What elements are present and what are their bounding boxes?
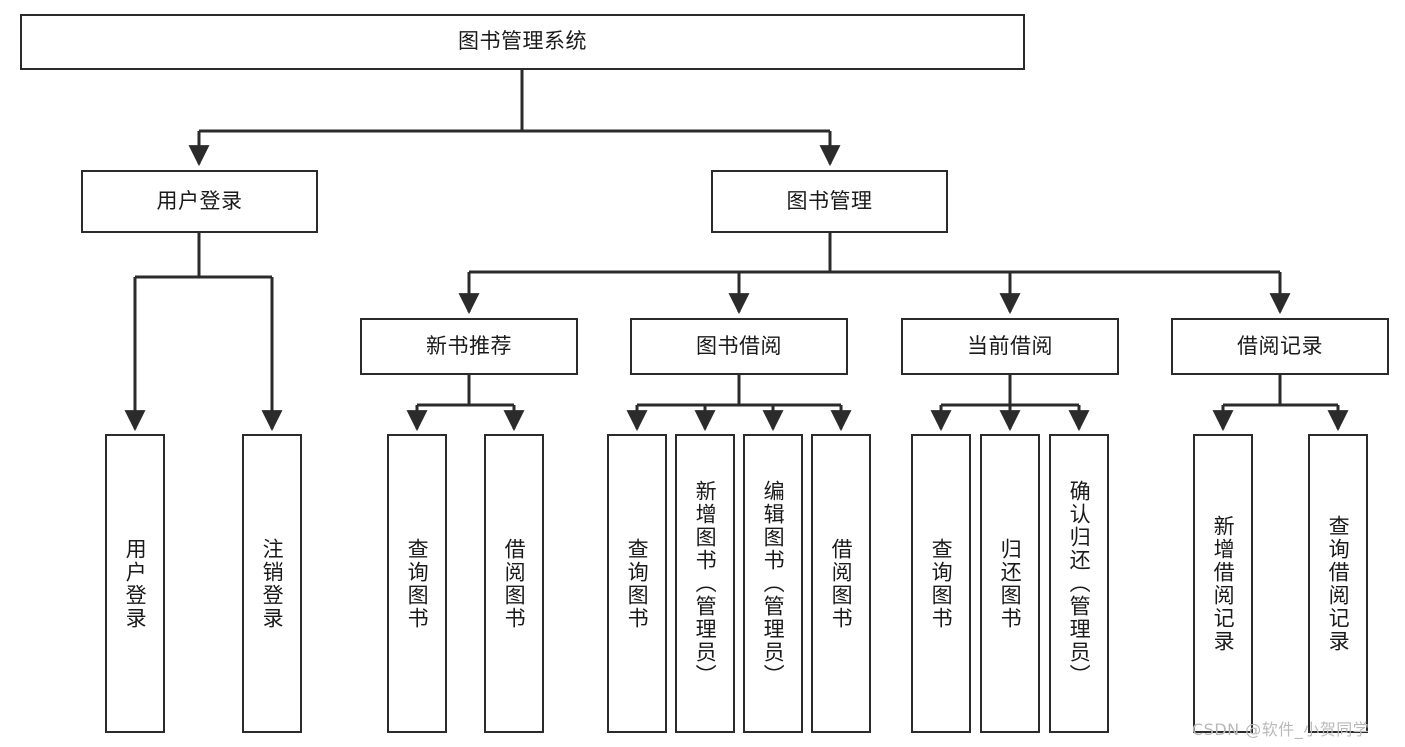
- leaf-user-login-signin[interactable]: 用户登录: [105, 434, 165, 733]
- leaf-new-book-query-book[interactable]: 查询图书: [387, 434, 447, 733]
- node-label: 新增图书（管理员）: [693, 480, 718, 687]
- node-new-book-recommend[interactable]: 新书推荐: [360, 318, 578, 375]
- leaf-book-borrow-query-book[interactable]: 查询图书: [607, 434, 667, 733]
- csdn-watermark: CSDN @软件_小贺同学: [1192, 720, 1370, 739]
- node-label: 查询图书: [929, 537, 954, 630]
- leaf-current-borrow-confirm-return-admin[interactable]: 确认归还（管理员）: [1049, 434, 1109, 733]
- node-label: 编辑图书（管理员）: [761, 480, 786, 687]
- leaf-new-book-borrow-book[interactable]: 借阅图书: [484, 434, 544, 733]
- node-label: 新增借阅记录: [1211, 514, 1236, 653]
- leaf-borrow-record-query-record[interactable]: 查询借阅记录: [1308, 434, 1368, 733]
- node-label: 借阅图书: [829, 537, 854, 630]
- node-label: 图书管理系统: [458, 29, 587, 54]
- node-label: 借阅图书: [502, 537, 527, 630]
- leaf-book-borrow-add-book-admin[interactable]: 新增图书（管理员）: [675, 434, 735, 733]
- leaf-borrow-record-add-record[interactable]: 新增借阅记录: [1193, 434, 1253, 733]
- node-label: 新书推荐: [426, 333, 512, 358]
- leaf-current-borrow-query-book[interactable]: 查询图书: [911, 434, 971, 733]
- node-book-management[interactable]: 图书管理: [711, 170, 948, 233]
- leaf-user-login-signout[interactable]: 注销登录: [242, 434, 302, 733]
- node-label: 借阅记录: [1237, 333, 1323, 358]
- node-label: 用户登录: [123, 537, 148, 630]
- node-label: 查询图书: [625, 537, 650, 630]
- node-label: 图书借阅: [696, 333, 782, 358]
- node-current-borrow[interactable]: 当前借阅: [901, 318, 1119, 375]
- node-label: 注销登录: [260, 537, 285, 630]
- node-root-book-management-system[interactable]: 图书管理系统: [20, 14, 1025, 70]
- node-label: 图书管理: [786, 188, 873, 213]
- node-user-login[interactable]: 用户登录: [81, 170, 318, 233]
- node-label: 当前借阅: [967, 333, 1053, 358]
- leaf-book-borrow-borrow-book[interactable]: 借阅图书: [811, 434, 871, 733]
- node-borrow-record[interactable]: 借阅记录: [1171, 318, 1389, 375]
- node-label: 归还图书: [998, 537, 1023, 630]
- node-label: 查询图书: [405, 537, 430, 630]
- node-label: 用户登录: [156, 188, 243, 213]
- node-label: 确认归还（管理员）: [1067, 480, 1092, 687]
- node-book-borrow[interactable]: 图书借阅: [630, 318, 848, 375]
- leaf-book-borrow-edit-book-admin[interactable]: 编辑图书（管理员）: [743, 434, 803, 733]
- leaf-current-borrow-return-book[interactable]: 归还图书: [980, 434, 1040, 733]
- node-label: 查询借阅记录: [1326, 514, 1351, 653]
